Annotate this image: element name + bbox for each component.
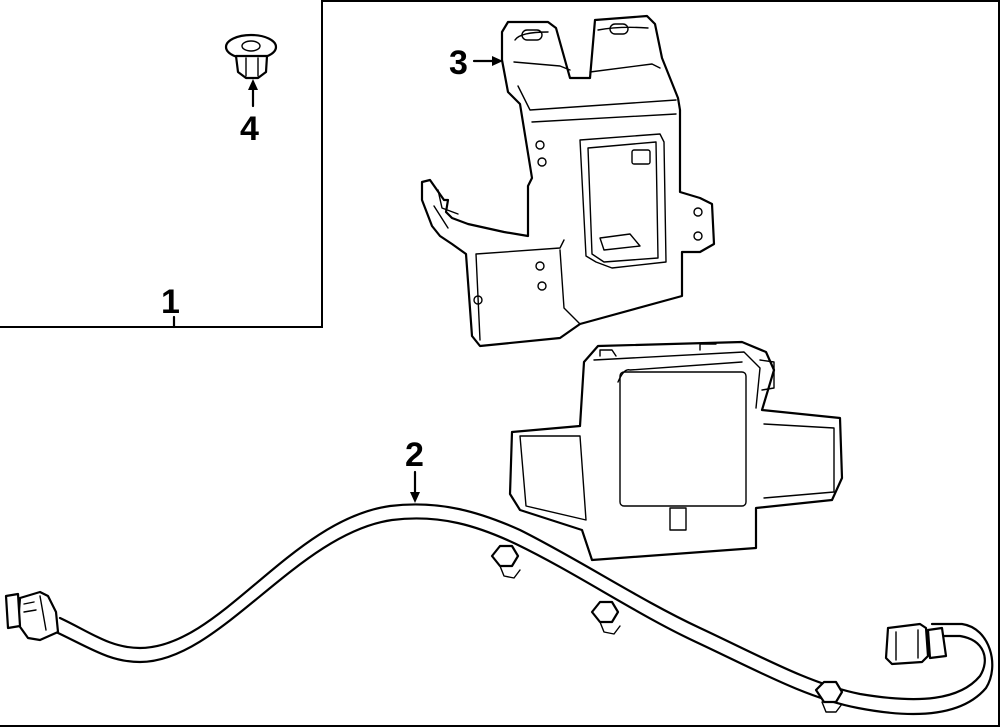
mounting-bracket-part	[420, 14, 716, 348]
control-module-part	[508, 340, 844, 562]
callout-1: 1	[161, 283, 180, 329]
arrow-head-icon	[492, 56, 503, 66]
svg-text:2: 2	[405, 436, 424, 474]
callout-4: 4	[240, 79, 259, 148]
wire-harness-part	[4, 503, 994, 716]
arrow-head-icon	[248, 79, 258, 90]
svg-text:3: 3	[449, 44, 468, 82]
callout-2: 2	[405, 436, 424, 503]
svg-text:4: 4	[240, 110, 259, 148]
callout-3: 3	[449, 44, 503, 82]
push-nut-part	[224, 33, 278, 80]
arrow-head-icon	[410, 492, 420, 503]
svg-text:1: 1	[161, 283, 180, 321]
